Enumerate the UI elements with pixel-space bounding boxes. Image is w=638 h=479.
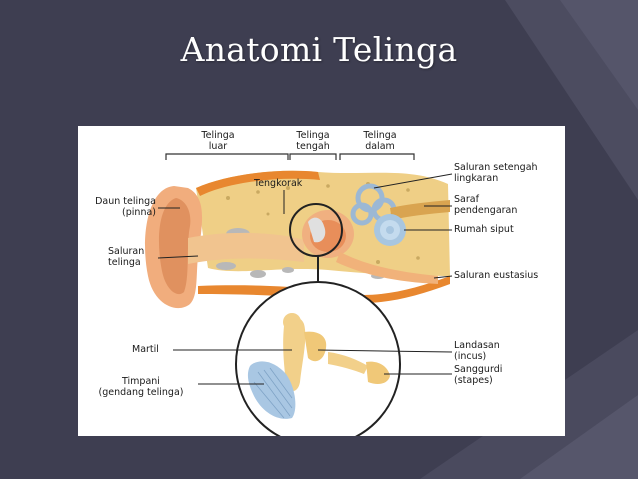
label-cochlea: Rumah siput	[454, 224, 514, 235]
label-pinna: Daun telinga (pinna)	[95, 196, 156, 218]
label-ear-canal: Saluran telinga	[108, 246, 145, 268]
label-middle-ear: Telinga tengah	[296, 130, 330, 152]
slide-title: Anatomi Telinga	[180, 30, 458, 69]
label-inner-ear: Telinga dalam	[363, 130, 397, 152]
label-eardrum: Timpani (gendang telinga)	[98, 376, 184, 398]
label-eustachian-tube: Saluran eustasius	[454, 270, 539, 281]
label-malleus: Martil	[132, 344, 159, 355]
label-outer-ear: Telinga luar	[201, 130, 235, 152]
label-semicircular-canals: Saluran setengah lingkaran	[454, 162, 538, 184]
label-skull: Tengkorak	[254, 178, 303, 189]
label-auditory-nerve: Saraf pendengaran	[454, 194, 518, 216]
label-stapes: Sanggurdi (stapes)	[454, 364, 503, 386]
ear-anatomy-figure: Telinga luar Telinga tengah Telinga dala…	[78, 126, 565, 436]
ear-anatomy-illustration	[145, 153, 453, 436]
label-incus: Landasan (incus)	[454, 340, 500, 362]
